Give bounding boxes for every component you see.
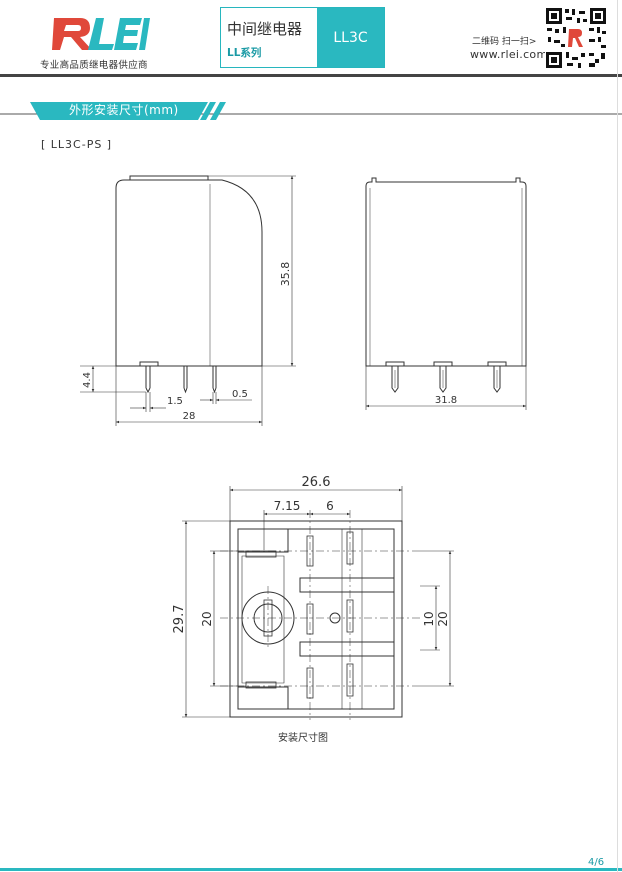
footer-divider xyxy=(0,868,622,871)
front-view xyxy=(365,177,527,393)
qr-label: 二维码 扫一扫> xyxy=(472,37,537,47)
dim-bottom-20-left: 20 xyxy=(200,611,214,626)
dim-pin-pitch: 1.5 xyxy=(167,396,183,407)
header-divider xyxy=(0,74,622,77)
page-edge xyxy=(617,0,618,872)
series-box: 中间继电器 LL系列 LL3C xyxy=(220,7,385,68)
dim-pin-thick: 0.5 xyxy=(232,389,248,400)
section-banner xyxy=(0,102,622,120)
series-subtitle: LL系列 xyxy=(227,47,262,59)
dim-bottom-10: 10 xyxy=(422,611,436,626)
dim-bottom-width: 26.6 xyxy=(302,475,331,490)
dim-side-width: 28 xyxy=(183,411,196,422)
dim-bottom-20-right: 20 xyxy=(436,611,450,626)
qr-code-icon[interactable] xyxy=(545,7,607,69)
drawing-caption: 安装尺寸图 xyxy=(278,733,328,744)
bottom-view xyxy=(229,520,403,718)
dim-bottom-7-15: 7.15 xyxy=(274,499,301,513)
dim-front-width: 31.8 xyxy=(435,395,457,406)
rlei-logo xyxy=(52,18,150,50)
dim-bottom-height: 29.7 xyxy=(172,605,187,634)
dim-bottom-6: 6 xyxy=(326,499,334,513)
website-link[interactable]: www.rlei.com.cn xyxy=(470,48,565,61)
section-title: 外形安装尺寸(mm) xyxy=(69,103,179,117)
model-label: [ LL3C-PS ] xyxy=(41,138,113,151)
page-number: 4/6 xyxy=(588,857,605,868)
dim-pin-length: 4.4 xyxy=(82,372,93,388)
model-badge: LL3C xyxy=(317,8,384,67)
side-view xyxy=(115,175,263,394)
dim-side-height: 35.8 xyxy=(279,262,292,287)
series-title: 中间继电器 xyxy=(227,20,303,38)
company-tagline: 专业高品质继电器供应商 xyxy=(40,60,148,71)
